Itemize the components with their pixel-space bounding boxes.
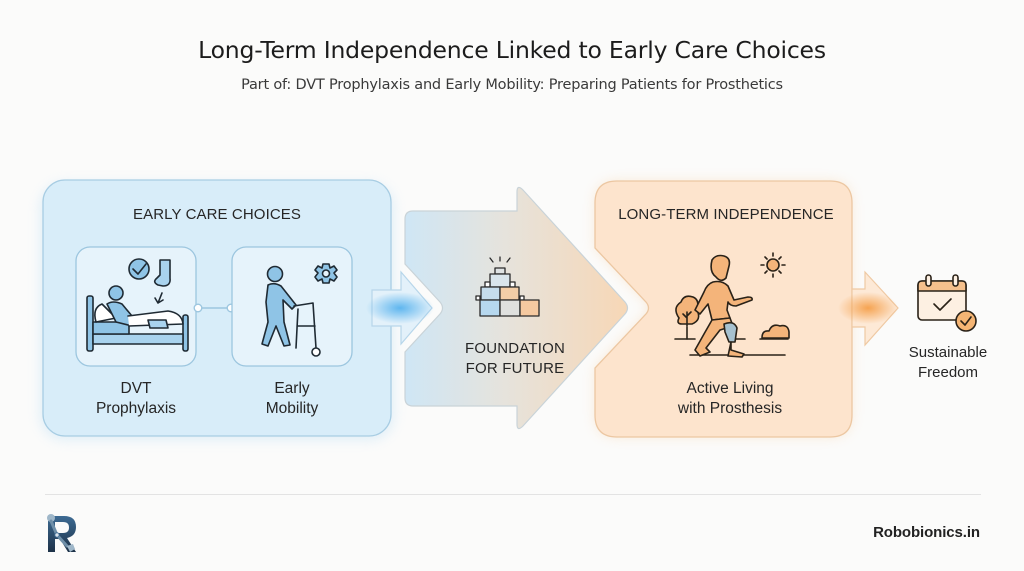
active-living-label: Active Living with Prosthesis bbox=[677, 380, 783, 417]
patient-bed-compression-sock-icon bbox=[86, 258, 189, 352]
runner-prosthetic-leg-icon bbox=[674, 252, 790, 358]
early-care-heading: EARLY CARE CHOICES bbox=[133, 206, 301, 223]
page-title: Long-Term Independence Linked to Early C… bbox=[198, 36, 826, 64]
card-early-mobility bbox=[231, 246, 353, 367]
footer-brand: Robobionics.in bbox=[873, 524, 980, 541]
card-dvt-prophylaxis bbox=[75, 246, 197, 367]
footer-divider bbox=[45, 494, 981, 495]
calendar-check-icon bbox=[917, 274, 977, 332]
blue-arrow-connector bbox=[366, 270, 434, 346]
orange-arrow-connector bbox=[838, 270, 899, 347]
dvt-prophylaxis-label: DVT Prophylaxis bbox=[95, 380, 177, 417]
foundation-label: FOUNDATION FOR FUTURE bbox=[464, 340, 566, 377]
long-term-heading: LONG-TERM INDEPENDENCE bbox=[618, 206, 834, 223]
page-subtitle: Part of: DVT Prophylaxis and Early Mobil… bbox=[241, 77, 783, 93]
walker-person-gear-icon bbox=[261, 263, 338, 357]
robobionics-logo bbox=[47, 514, 76, 552]
early-mobility-label: Early Mobility bbox=[265, 380, 319, 417]
sustainable-freedom-label: Sustainable Freedom bbox=[908, 344, 988, 381]
building-blocks-icon bbox=[475, 256, 540, 317]
